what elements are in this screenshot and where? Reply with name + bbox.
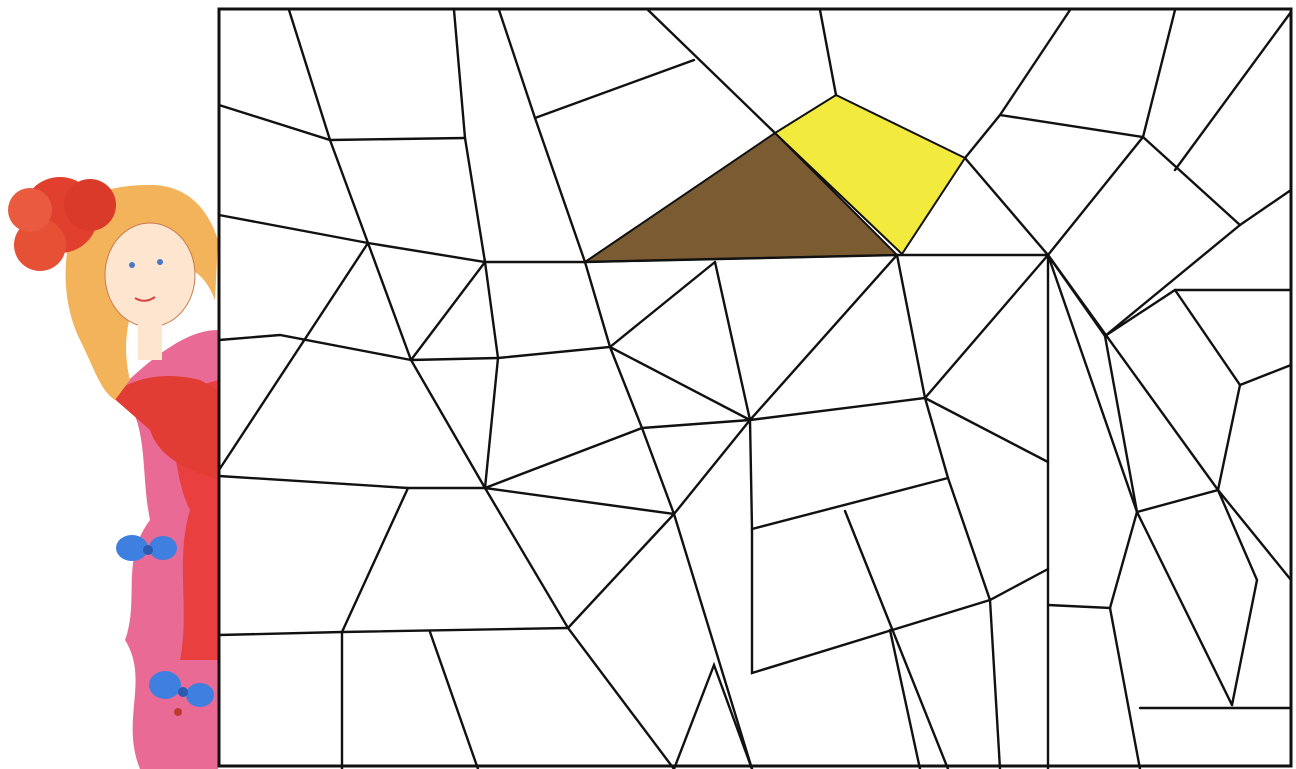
puzzle-frame	[219, 9, 1291, 766]
